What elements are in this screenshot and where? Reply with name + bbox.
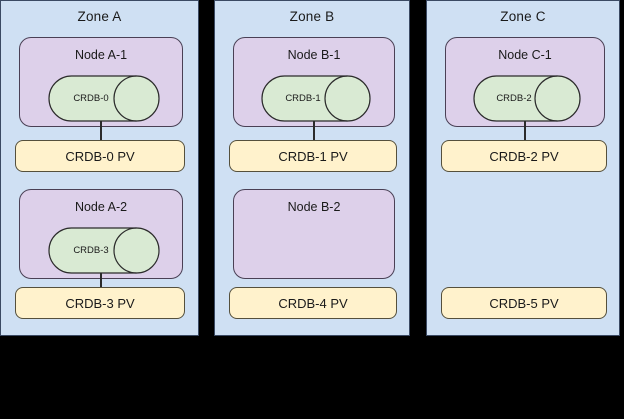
- pv-box-crdb-3-pv[interactable]: CRDB-3 PV: [15, 287, 185, 319]
- database-cylinder-crdb-3[interactable]: CRDB-3: [48, 227, 160, 274]
- node-box-a2[interactable]: Node A-2 CRDB-3: [19, 189, 183, 279]
- zone-panel-b[interactable]: Zone B Node B-1 CRDB-1 CRDB-1 PV Node B-…: [214, 0, 410, 336]
- pv-label: CRDB-1 PV: [278, 148, 348, 164]
- node-box-b1[interactable]: Node B-1 CRDB-1: [233, 37, 395, 127]
- pv-label: CRDB-5 PV: [489, 295, 559, 311]
- zone-title: Zone C: [500, 9, 546, 24]
- pv-box-crdb-4-pv[interactable]: CRDB-4 PV: [229, 287, 397, 319]
- cylinder-icon: [473, 75, 581, 122]
- node-box-a1[interactable]: Node A-1 CRDB-0: [19, 37, 183, 127]
- zone-title: Zone A: [77, 9, 122, 24]
- node-box-b2[interactable]: Node B-2: [233, 189, 395, 279]
- connector-a1: [100, 121, 102, 143]
- pv-box-crdb-1-pv[interactable]: CRDB-1 PV: [229, 140, 397, 172]
- node-label: Node A-1: [74, 48, 128, 62]
- cylinder-icon: [48, 227, 160, 274]
- connector-a2: [100, 273, 102, 295]
- node-label: Node B-2: [287, 200, 341, 214]
- database-cylinder-crdb-0[interactable]: CRDB-0: [48, 75, 160, 122]
- pv-label: CRDB-2 PV: [489, 148, 559, 164]
- node-label: Node B-1: [287, 48, 341, 62]
- pv-label: CRDB-4 PV: [278, 295, 348, 311]
- pv-label: CRDB-0 PV: [65, 148, 135, 164]
- pv-box-crdb-2-pv[interactable]: CRDB-2 PV: [441, 140, 607, 172]
- cylinder-icon: [261, 75, 371, 122]
- zone-panel-a[interactable]: Zone A Node A-1 CRDB-0 CRDB-0 PV Node A-…: [0, 0, 199, 336]
- connector-c1: [524, 121, 526, 143]
- pv-box-crdb-0-pv[interactable]: CRDB-0 PV: [15, 140, 185, 172]
- zone-panel-c[interactable]: Zone C Node C-1 CRDB-2 CRDB-2 PV CRDB-5 …: [426, 0, 620, 336]
- pv-label: CRDB-3 PV: [65, 295, 135, 311]
- node-box-c1[interactable]: Node C-1 CRDB-2: [445, 37, 605, 127]
- database-cylinder-crdb-2[interactable]: CRDB-2: [473, 75, 581, 122]
- node-label: Node A-2: [74, 200, 128, 214]
- node-label: Node C-1: [498, 48, 552, 62]
- pv-box-crdb-5-pv[interactable]: CRDB-5 PV: [441, 287, 607, 319]
- database-cylinder-crdb-1[interactable]: CRDB-1: [261, 75, 371, 122]
- zone-title: Zone B: [289, 9, 335, 24]
- cylinder-icon: [48, 75, 160, 122]
- connector-b1: [313, 121, 315, 143]
